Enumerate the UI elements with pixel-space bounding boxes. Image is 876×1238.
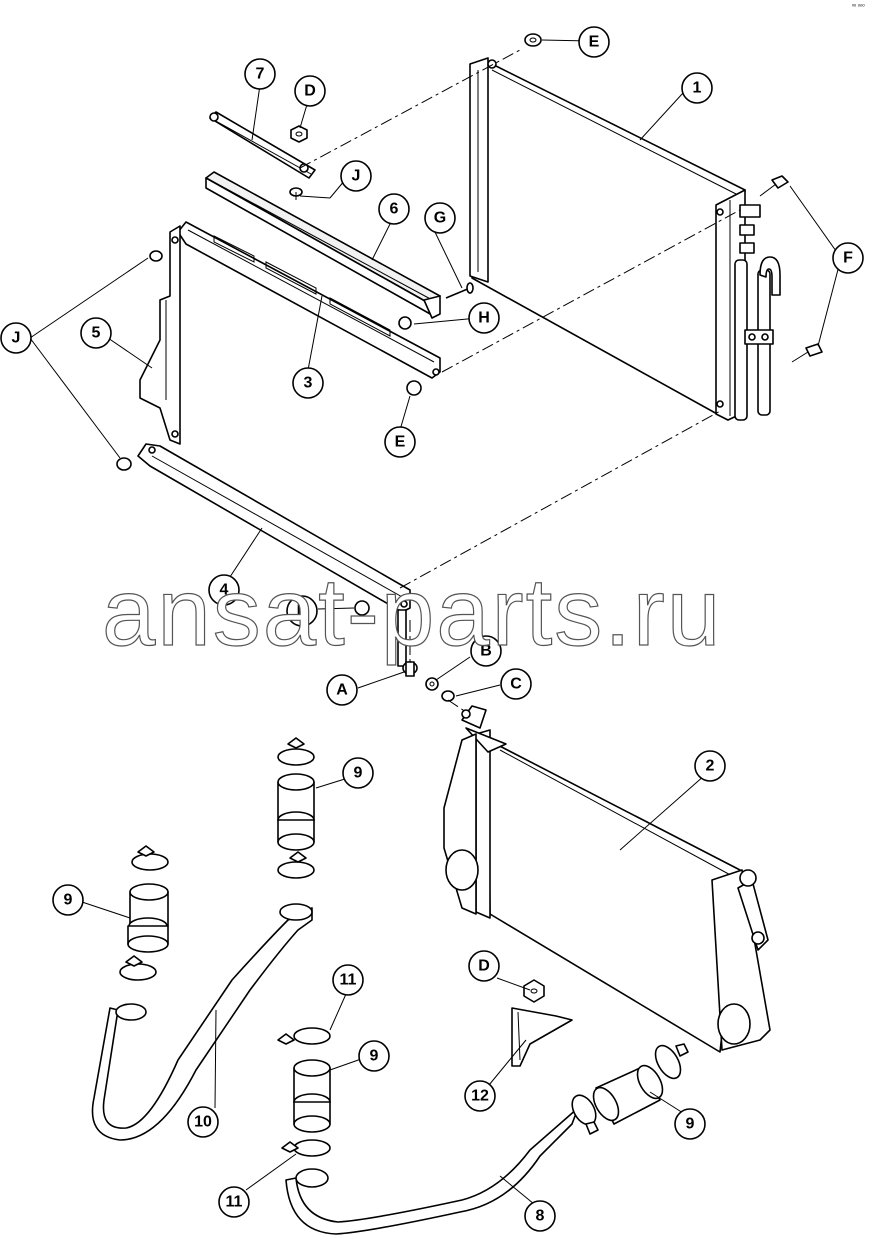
nut-d-low: [523, 979, 545, 1003]
callout-g: G: [424, 202, 456, 234]
svg-text:E: E: [589, 34, 600, 51]
alignment-lines: [299, 49, 741, 713]
nut-d-top: [290, 125, 308, 143]
bolt-j-top: [289, 187, 303, 200]
callout-9-left: 9: [52, 884, 84, 916]
svg-text:E: E: [297, 603, 308, 620]
callout-a: A: [326, 674, 358, 706]
callout-8: 8: [524, 1200, 556, 1232]
watermark-text: ansat-parts.ru: [102, 559, 722, 666]
part-9-coupler-upper: [277, 737, 315, 879]
svg-text:J: J: [12, 330, 21, 347]
callout-j-top: J: [340, 160, 372, 192]
svg-text:A: A: [336, 682, 348, 699]
part-8-hose: [285, 1107, 579, 1235]
svg-text:7: 7: [256, 66, 265, 83]
svg-text:H: H: [478, 310, 490, 327]
part-1-condenser: [469, 57, 781, 421]
callout-3: 3: [292, 367, 324, 399]
callout-e-low: E: [286, 595, 318, 627]
part-3-plate: [177, 221, 441, 379]
part-7-bracket: [209, 111, 316, 179]
callout-e-top: E: [578, 26, 610, 58]
callout-2: 2: [694, 750, 726, 782]
svg-text:1: 1: [693, 80, 702, 97]
callout-12: 12: [464, 1080, 496, 1112]
svg-text:B: B: [480, 643, 492, 660]
callout-9-upper: 9: [342, 757, 374, 789]
svg-text:9: 9: [64, 892, 73, 909]
svg-text:10: 10: [194, 1114, 212, 1131]
part-10-hose: [91, 903, 313, 1141]
callout-9-lower: 9: [358, 1040, 390, 1072]
callout-9-right: 9: [674, 1108, 706, 1140]
leader-lines: [29, 39, 842, 1205]
svg-text:F: F: [843, 250, 853, 267]
bolt-f-upper: [759, 175, 789, 197]
callout-e-mid: E: [384, 426, 416, 458]
corner-mark: ᵛᵒ ᵒᵒᵒ: [851, 4, 865, 10]
svg-text:C: C: [510, 676, 522, 693]
part-9-coupler-left: [119, 845, 169, 981]
part-12-bracket: [511, 1007, 573, 1067]
callout-11-upper: 11: [332, 964, 364, 996]
part-2-intercooler: [443, 705, 771, 1053]
svg-text:11: 11: [340, 972, 357, 989]
svg-text:9: 9: [354, 765, 363, 782]
svg-text:3: 3: [304, 375, 313, 392]
callout-11-lower: 11: [218, 1186, 250, 1218]
nut-e-low: [354, 600, 370, 616]
callout-7: 7: [244, 58, 276, 90]
svg-text:8: 8: [536, 1208, 545, 1225]
nut-e-mid: [406, 380, 422, 396]
svg-text:9: 9: [370, 1048, 379, 1065]
washer-c: [441, 690, 455, 702]
callout-f: F: [832, 242, 864, 274]
callout-4: 4: [208, 574, 240, 606]
callout-5: 5: [80, 317, 112, 349]
pin-g: [445, 282, 474, 299]
part-9-coupler-right: [571, 1043, 689, 1135]
svg-text:4: 4: [220, 582, 229, 599]
svg-text:5: 5: [92, 325, 101, 342]
washer-b: [425, 677, 439, 691]
bolt-f-lower: [791, 343, 823, 363]
callout-b: B: [470, 635, 502, 667]
svg-text:D: D: [304, 83, 316, 100]
nut-h: [398, 316, 412, 330]
svg-text:G: G: [434, 210, 446, 227]
svg-text:E: E: [395, 434, 406, 451]
callout-10: 10: [187, 1106, 219, 1138]
callout-6: 6: [378, 193, 410, 225]
callout-h: H: [468, 302, 500, 334]
callout-d-top: D: [294, 75, 326, 107]
nut-e-top: [524, 33, 542, 47]
svg-text:2: 2: [706, 758, 715, 775]
callout-d-low: D: [468, 950, 500, 982]
svg-text:D: D: [478, 958, 490, 975]
part-9-coupler-lower: [277, 1027, 331, 1157]
svg-text:12: 12: [471, 1088, 489, 1105]
callout-j-left: J: [0, 322, 32, 354]
part-4-rail: [137, 443, 411, 667]
svg-text:6: 6: [390, 201, 399, 218]
bolt-j-lower: [116, 457, 132, 471]
callout-c: C: [500, 668, 532, 700]
part-5-shroud: [139, 225, 181, 445]
svg-text:J: J: [352, 168, 361, 185]
callout-1: 1: [681, 72, 713, 104]
bolt-j-upper: [149, 250, 163, 262]
svg-text:11: 11: [226, 1194, 243, 1211]
part-6-channel: [205, 171, 441, 319]
svg-text:9: 9: [686, 1116, 695, 1133]
